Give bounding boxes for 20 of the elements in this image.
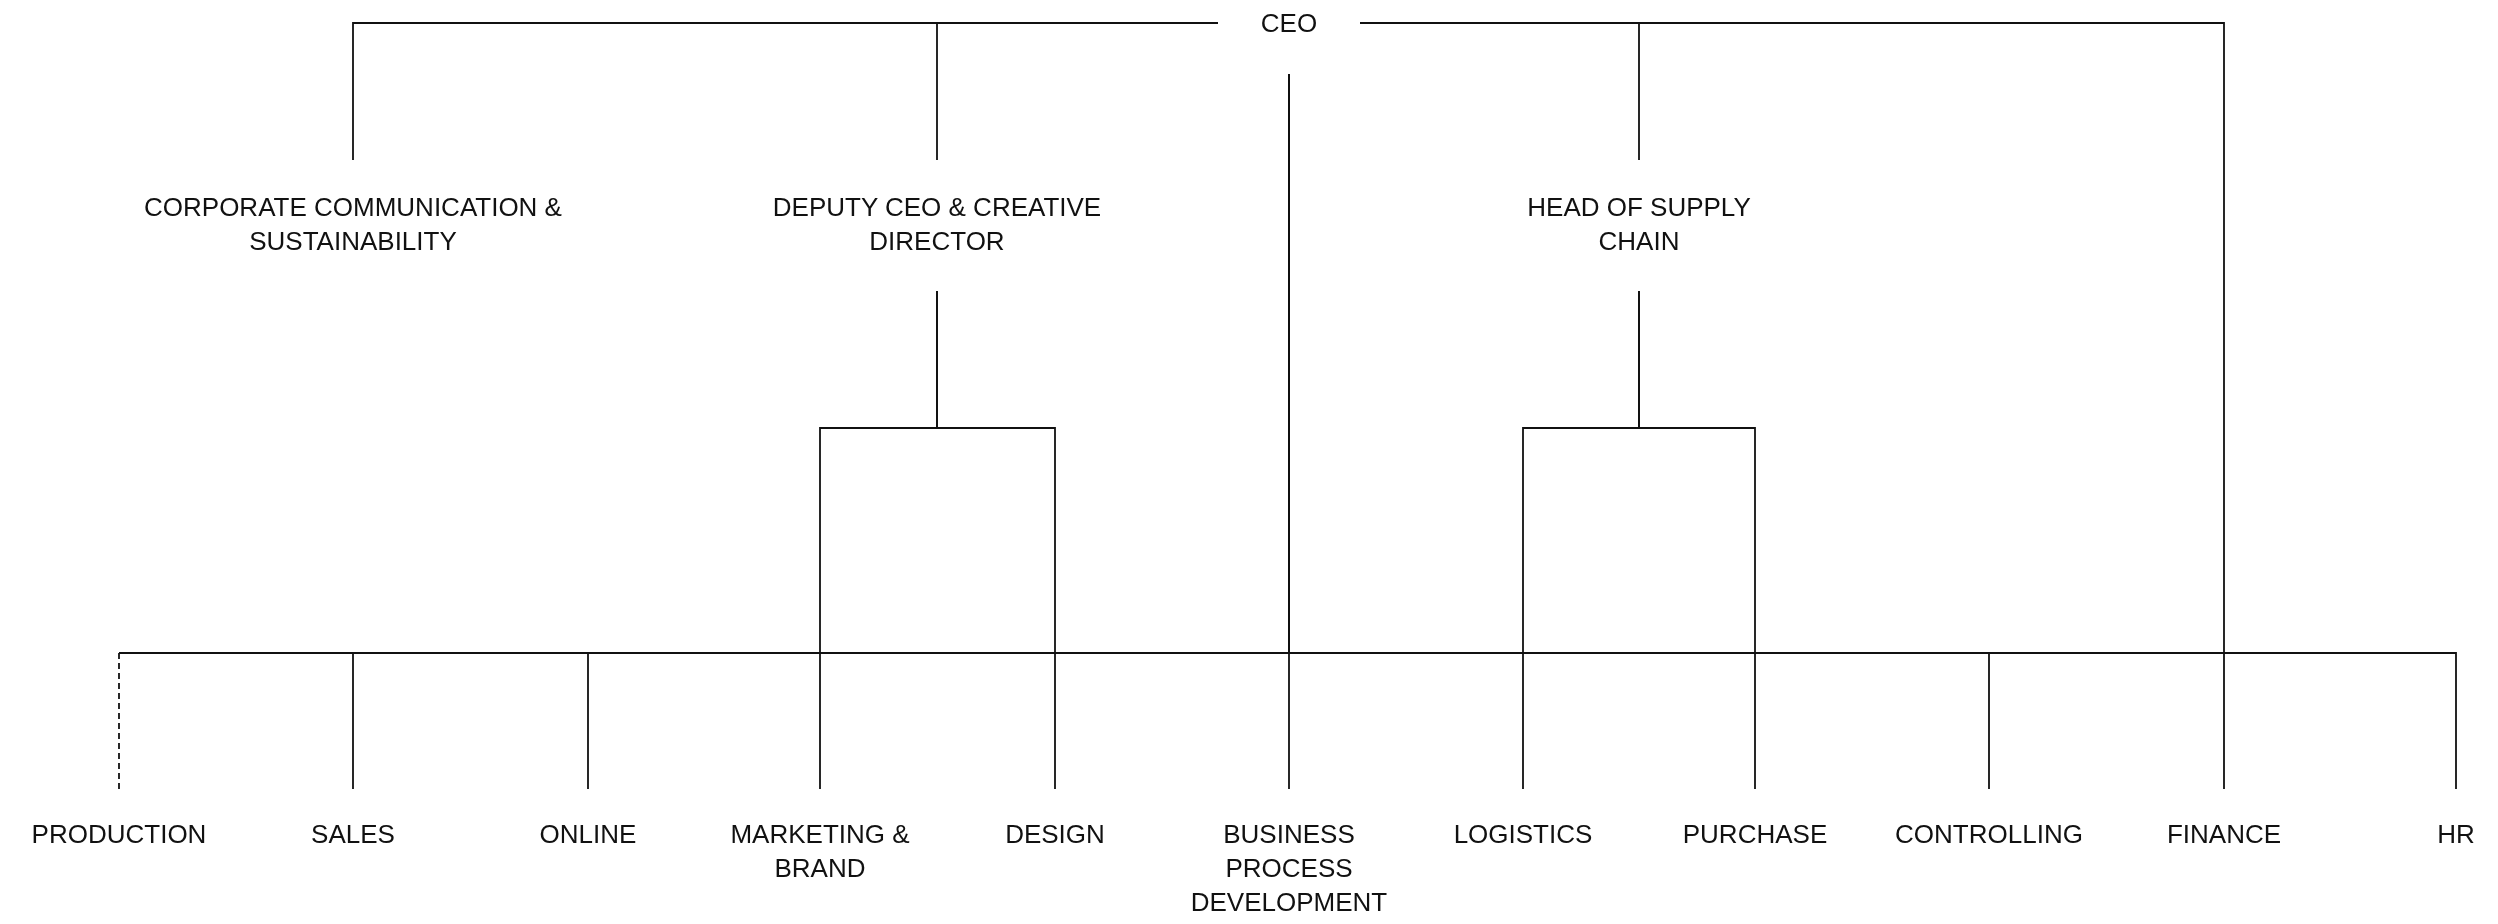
connector-line xyxy=(936,22,1219,161)
org-unit-label: DESIGN xyxy=(1005,818,1105,851)
connector-line xyxy=(1288,73,2457,790)
org-unit-label: HEAD OF SUPPLY CHAIN xyxy=(1526,191,1752,258)
org-unit-label: DEPUTY CEO & CREATIVE DIRECTOR xyxy=(771,191,1103,258)
org-unit-label: BUSINESS PROCESS DEVELOPMENT xyxy=(1189,818,1389,919)
org-unit-label: PURCHASE xyxy=(1682,818,1828,851)
org-unit-label: CORPORATE COMMUNICATION & SUSTAINABILITY xyxy=(143,191,563,258)
org-unit-label: SALES xyxy=(311,818,395,851)
org-unit-label: HR xyxy=(2437,818,2475,851)
org-unit-label: CEO xyxy=(1260,7,1318,40)
org-unit-label: CONTROLLING xyxy=(1895,818,2083,851)
org-unit-label: FINANCE xyxy=(2166,818,2282,851)
connector-line xyxy=(936,290,1056,790)
connector-line xyxy=(1359,22,2225,790)
org-unit-label: LOGISTICS xyxy=(1453,818,1593,851)
connector-line xyxy=(1638,290,1756,790)
org-unit-label: ONLINE xyxy=(539,818,637,851)
org-unit-label: PRODUCTION xyxy=(31,818,207,851)
org-unit-label: MARKETING & BRAND xyxy=(729,818,911,885)
